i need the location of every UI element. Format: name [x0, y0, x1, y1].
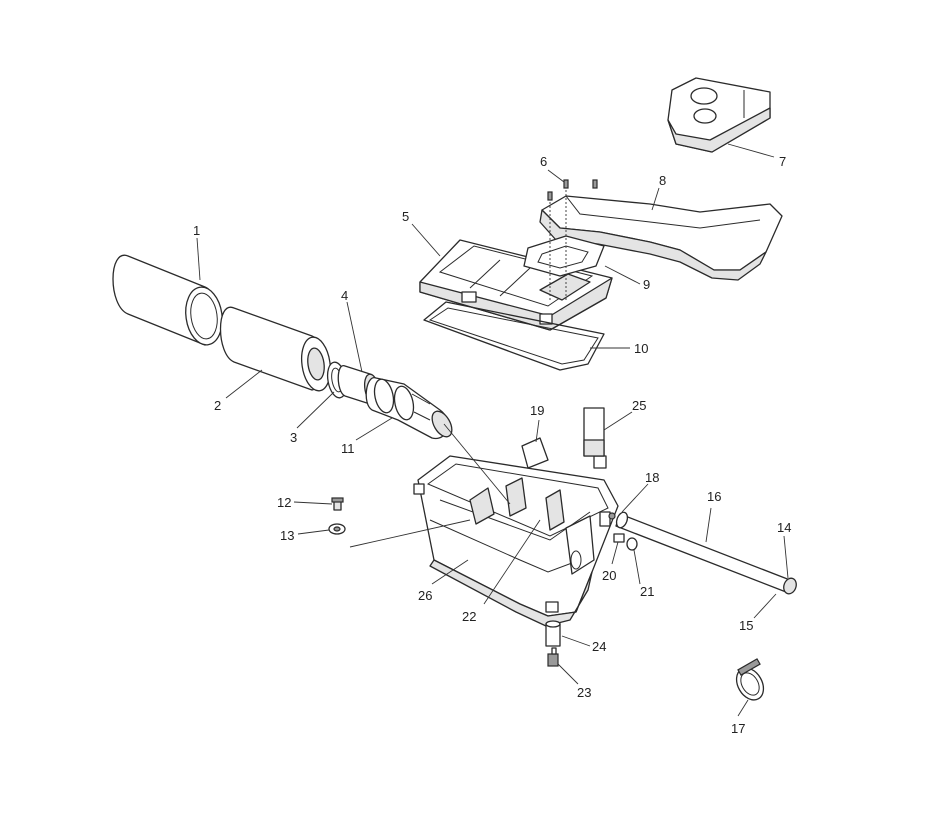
callout-24: 24	[592, 639, 606, 654]
callout-26: 26	[418, 588, 432, 603]
callout-9: 9	[643, 277, 650, 292]
callout-18: 18	[645, 470, 659, 485]
part-2-filter-element	[219, 306, 332, 392]
callout-4: 4	[341, 288, 348, 303]
part-14-tube-cap	[783, 577, 797, 595]
callout-8: 8	[659, 173, 666, 188]
callout-21: 21	[640, 584, 654, 599]
callout-1: 1	[193, 223, 200, 238]
part-16-drain-tube	[615, 511, 791, 593]
callout-19: 19	[530, 403, 544, 418]
callout-17: 17	[731, 721, 745, 736]
callout-14: 14	[777, 520, 791, 535]
part-7-foam-block	[667, 77, 771, 153]
callout-2: 2	[214, 398, 221, 413]
callout-11: 11	[341, 441, 355, 456]
part-26-airbox-body	[413, 437, 619, 627]
part-11-intake-boot	[365, 377, 453, 440]
callout-25: 25	[632, 398, 646, 413]
part-10-gasket	[423, 301, 605, 371]
leader-lines	[196, 143, 789, 717]
callout-5: 5	[402, 209, 409, 224]
part-20-plug	[613, 533, 625, 543]
callout-16: 16	[707, 489, 721, 504]
part-25-sponge	[583, 407, 605, 457]
callout-23: 23	[577, 685, 591, 700]
callout-12: 12	[277, 495, 291, 510]
callout-7: 7	[779, 154, 786, 169]
part-5-airbox-lid	[419, 239, 613, 331]
callout-10: 10	[634, 341, 648, 356]
part-1-filter-sleeve	[112, 254, 223, 346]
part-23-clamp	[547, 647, 559, 667]
part-24-spigot	[545, 620, 561, 647]
callout-labels: 1 2 3 4 5 6 7 8 9 10 11 12 13 14 15 16 1…	[193, 154, 791, 736]
callout-22: 22	[462, 609, 476, 624]
part-13-washer	[328, 523, 346, 535]
part-8-intake-duct	[539, 195, 783, 281]
part-12-bolt	[331, 497, 344, 511]
part-6-screws	[547, 179, 598, 300]
part-17-hose-clamp	[735, 658, 765, 701]
callout-13: 13	[280, 528, 294, 543]
callout-20: 20	[602, 568, 616, 583]
callout-15: 15	[739, 618, 753, 633]
callout-6: 6	[540, 154, 547, 169]
callout-3: 3	[290, 430, 297, 445]
part-21-cap	[626, 537, 638, 551]
